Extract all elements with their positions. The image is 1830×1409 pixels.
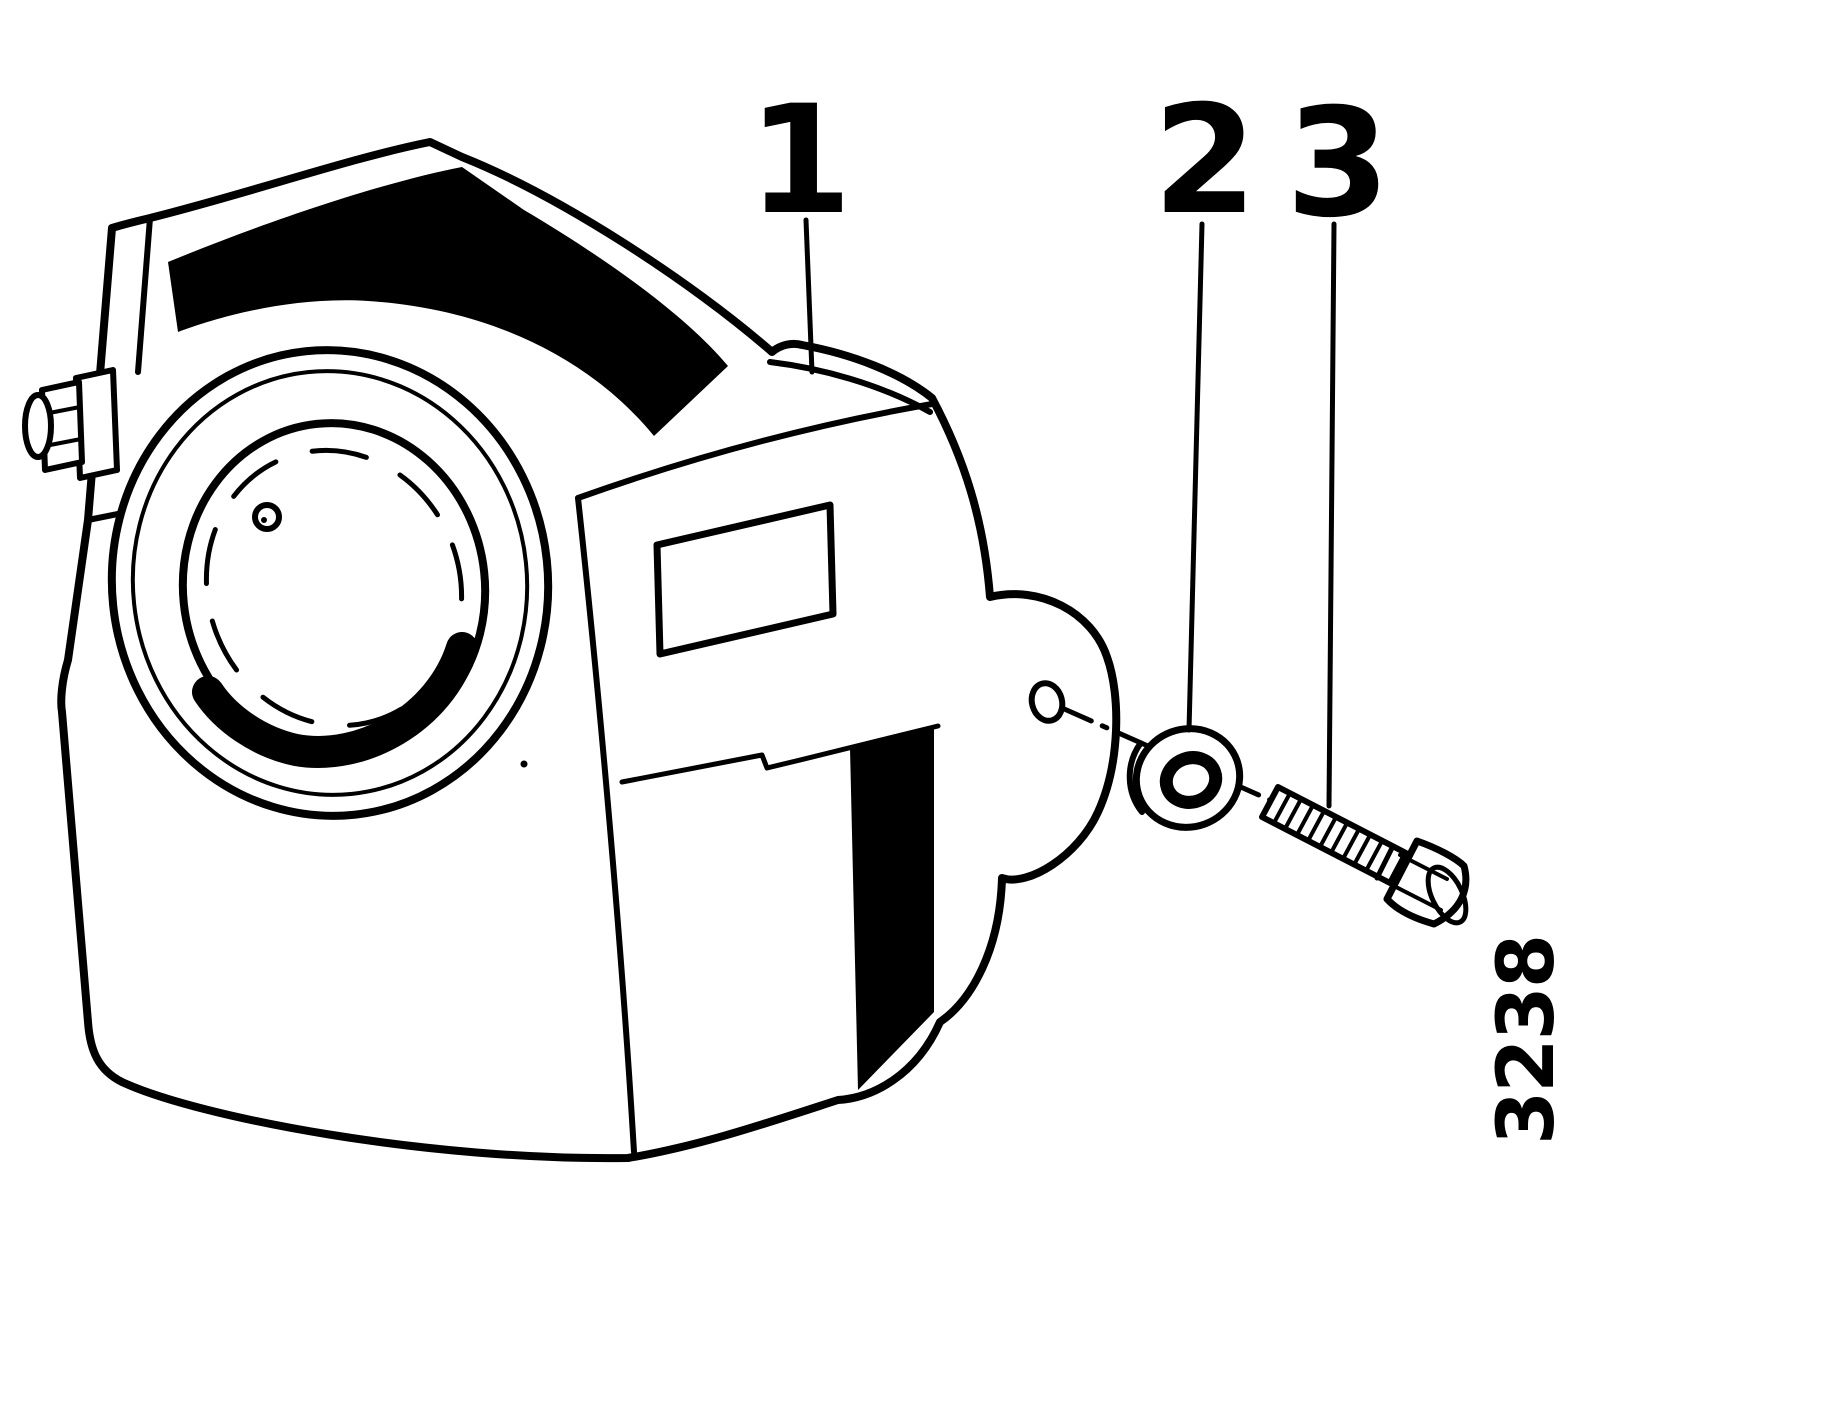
callouts: 1 2 3 xyxy=(748,74,1390,809)
screw-head-facet-line xyxy=(1398,853,1449,881)
washer-part xyxy=(1126,725,1244,831)
housing-top-shading xyxy=(168,167,728,436)
callout-2-label: 2 xyxy=(1153,74,1257,248)
hex-screw-part xyxy=(1259,784,1470,928)
washer-hole xyxy=(1159,751,1223,809)
callout-3-leader xyxy=(1326,221,1337,809)
callout-3-label: 3 xyxy=(1286,77,1390,251)
back-plate-edge-line xyxy=(135,215,153,375)
housing-front-top-edge xyxy=(575,401,935,501)
screw-collar-line xyxy=(1374,845,1395,881)
mounting-hole xyxy=(1028,680,1066,724)
washer-thickness-line xyxy=(1126,741,1145,815)
screw-shaft xyxy=(1259,784,1409,886)
housing-parting-line xyxy=(619,723,941,785)
housing-lip-line xyxy=(767,359,933,415)
housing-face-crease xyxy=(575,495,637,1155)
screw-head-facet-line xyxy=(1392,884,1443,912)
terminal-end-cap xyxy=(22,392,54,460)
figure-number: 3238 xyxy=(1482,936,1572,1145)
bore-shading-crescent xyxy=(192,632,478,768)
screw-threads xyxy=(1273,793,1383,871)
bore-outer-ring-inner-line xyxy=(130,369,530,797)
callout-1-leader xyxy=(803,217,815,375)
screw-head-cap xyxy=(1425,864,1469,926)
housing-label-recess xyxy=(653,501,837,658)
callout-1-label: 1 xyxy=(748,74,852,248)
terminal-bolt xyxy=(22,367,120,481)
housing-side-shading xyxy=(850,727,934,1090)
housing-cover-part xyxy=(22,138,1121,1163)
dot-detail xyxy=(520,760,528,768)
face-hole-dot xyxy=(261,517,267,523)
bore-dashed-arc xyxy=(203,447,465,729)
face-hole xyxy=(252,502,282,532)
callout-2-leader xyxy=(1186,221,1205,733)
